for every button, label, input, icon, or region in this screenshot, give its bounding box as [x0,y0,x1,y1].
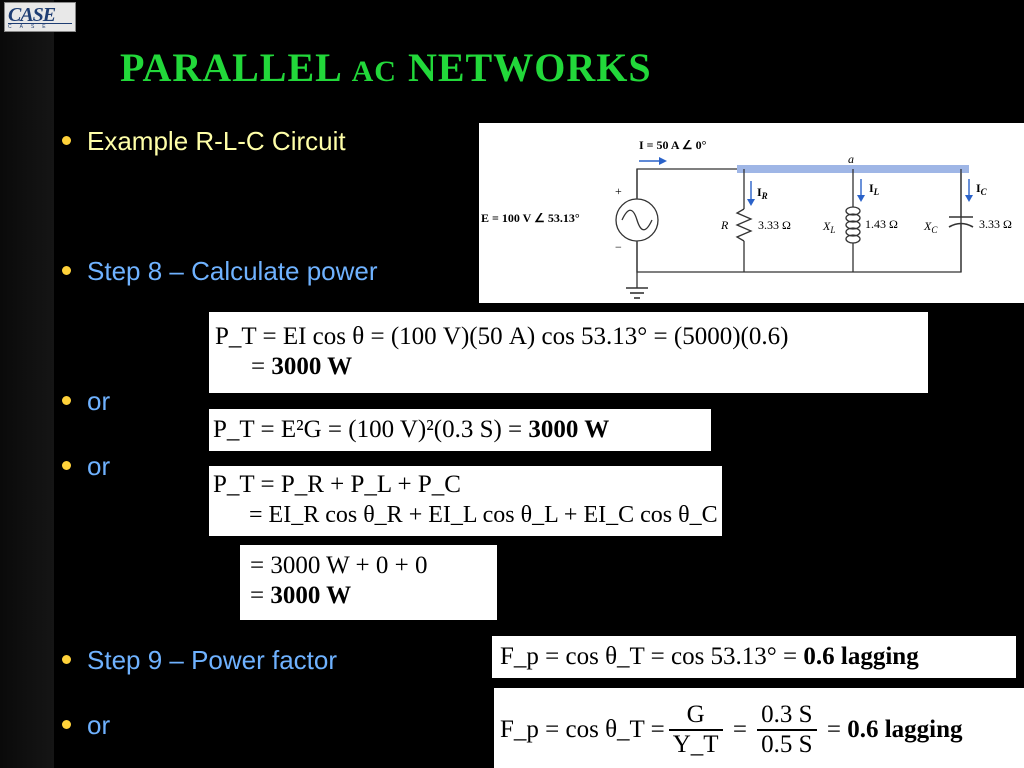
bullet-text: Step 9 – Power factor [87,645,338,675]
bullet-text: Example R-L-C Circuit [87,126,346,156]
ground-icon [626,287,648,299]
ac-source-icon [615,198,659,242]
current-arrow-icon [639,157,667,165]
xl-name: XL [822,219,835,235]
ic-arrow-icon [965,179,973,202]
il-arrow-icon [857,179,865,202]
bullet-or-2: or [62,450,110,482]
eq6-result: 0.6 lagging [847,716,963,743]
resistor-icon [735,208,753,242]
eq-power-factor-cos: F_p = cos θ_T = cos 53.13° = 0.6 lagging [492,636,1016,678]
bullet-dot [62,654,71,664]
ic-label: IC [976,181,988,197]
circuit-wires [636,168,962,273]
bullet-text: or [87,386,111,416]
node-label: a [848,152,854,166]
eq5-line: F_p = cos θ_T = cos 53.13° = 0.6 lagging [500,643,919,670]
bullet-step-9: Step 9 – Power factor [62,644,337,676]
inductor-icon [845,206,861,244]
bullet-text: or [87,710,111,740]
title-prefix: PARALLEL [120,45,352,90]
eq1-line1: P_T = EI cos θ = (100 V)(50 A) cos 53.13… [215,323,789,350]
plus-sign: + [615,184,622,198]
logo-subtext: CASE [8,23,72,30]
source-current-label: I = 50 A ∠ 0° [639,138,707,152]
bullet-dot [62,395,71,405]
eq1-line2: = 3000 W [251,353,353,380]
bullet-or-1: or [62,385,110,417]
r-value: 3.33 Ω [758,218,791,232]
eq3-line1: P_T = P_R + P_L + P_C [213,471,461,498]
logo-text: CASE [8,4,56,26]
eq4-line2: = 3000 W [250,582,352,609]
bullet-text: or [87,451,111,481]
eq-power-e2g: P_T = E²G = (100 V)²(0.3 S) = 3000 W [209,409,711,451]
eq6-prefix: F_p = cos θ_T = [500,716,665,743]
xc-value: 3.33 Ω [979,217,1012,231]
eq2-line: P_T = E²G = (100 V)²(0.3 S) = 3000 W [213,416,610,443]
bullet-or-3: or [62,709,110,741]
bullet-dot [62,719,71,729]
eq-power-ei-cos: P_T = EI cos θ = (100 V)(50 A) cos 53.13… [209,312,928,393]
title-suffix: NETWORKS [396,45,652,90]
xc-name: XC [923,219,938,235]
eq4-line1: = 3000 W + 0 + 0 [250,552,428,579]
bullet-step-8: Step 8 – Calculate power [62,255,378,287]
circuit-svg: + − E = 100 V ∠ 53.13° I = 50 A ∠ 0° a I… [481,138,1012,299]
bullet-example-circuit: Example R-L-C Circuit [62,125,346,157]
rlc-circuit-diagram: + − E = 100 V ∠ 53.13° I = 50 A ∠ 0° a I… [479,123,1024,303]
title-ac: AC [351,55,397,88]
eq-power-sum: P_T = P_R + P_L + P_C = EI_R cos θ_R + E… [209,466,722,536]
eq-power-result: = 3000 W + 0 + 0 = 3000 W [240,545,497,620]
case-logo: CASE CASE [4,2,76,32]
il-label: IL [869,181,880,197]
eq3-line2: = EI_R cos θ_R + EI_L cos θ_L + EI_C cos… [249,502,718,528]
bullet-text: Step 8 – Calculate power [87,256,378,286]
source-label: E = 100 V ∠ 53.13° [481,211,580,225]
bullet-dot [62,265,71,275]
bullet-dot [62,135,71,145]
capacitor-icon [948,216,974,228]
ir-label: IR [757,185,768,201]
left-decoration-strip [0,0,54,768]
slide-title: PARALLEL AC NETWORKS [120,44,652,91]
ir-arrow-icon [747,181,755,206]
xl-value: 1.43 Ω [865,217,898,231]
r-name: R [720,218,729,232]
bullet-dot [62,460,71,470]
minus-sign: − [615,240,622,254]
